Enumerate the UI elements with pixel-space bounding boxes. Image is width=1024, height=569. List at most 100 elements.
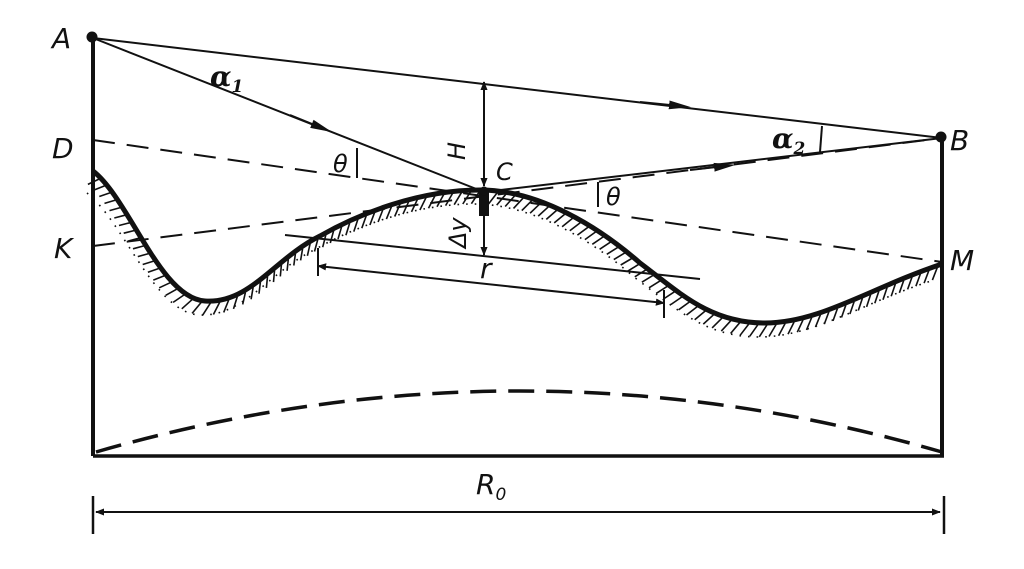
label-k: K bbox=[54, 232, 75, 265]
terrain-hatch-tick bbox=[496, 193, 507, 206]
ray-a-to-b bbox=[92, 37, 943, 139]
terrain-hatch-tick bbox=[529, 203, 541, 214]
terrain-hatch-tick bbox=[849, 301, 855, 315]
terrain-hatch-tick bbox=[265, 276, 269, 288]
ray-c-to-b bbox=[483, 137, 943, 193]
terrain-hatch-tick bbox=[521, 200, 533, 212]
terrain-hatch-tick bbox=[882, 287, 888, 301]
label-alpha1-main: α bbox=[210, 60, 232, 93]
terrain-hatch-tick bbox=[694, 310, 706, 321]
terrain-hatch-tick bbox=[584, 231, 597, 241]
terrain-hatch-tick bbox=[915, 273, 922, 287]
terrain-hatch-tick bbox=[299, 248, 304, 261]
terrain-hatch-tick bbox=[537, 206, 549, 217]
terrain-hatch-tick bbox=[286, 259, 290, 271]
terrain-hatch-tick bbox=[137, 252, 149, 258]
label-r0-main: R bbox=[476, 468, 495, 501]
terrain-hatch-tick bbox=[202, 302, 212, 316]
terrain-hatch-tick bbox=[153, 275, 165, 281]
terrain-hatch-tick bbox=[729, 322, 741, 335]
terrain-hatch-tick bbox=[241, 292, 247, 305]
label-alpha2-main: α bbox=[772, 122, 794, 155]
terrain-hatch-tick bbox=[620, 257, 633, 266]
terrain-hatch-tick bbox=[272, 270, 276, 283]
terrain-hatch-tick bbox=[99, 192, 111, 198]
terrain-hatch-tick bbox=[840, 304, 847, 318]
terrain-hatch-tick bbox=[787, 321, 795, 335]
terrain-hatch-tick bbox=[702, 314, 715, 325]
ray-a-to-c bbox=[92, 37, 485, 193]
terrain-hatch-tick bbox=[165, 288, 178, 296]
arrow-on-ray-cb bbox=[689, 162, 736, 172]
arrow-on-ray-ab bbox=[639, 100, 691, 110]
terrain-hatch-tick bbox=[768, 324, 777, 337]
label-r0-sub: 0 bbox=[495, 485, 506, 505]
terrain-hatch-tick bbox=[419, 197, 427, 211]
label-alpha2-sub: 2 bbox=[793, 139, 806, 159]
terrain-hatch-tick bbox=[512, 197, 524, 209]
terrain-hatch-tick bbox=[222, 299, 230, 313]
label-a: A bbox=[50, 22, 71, 55]
label-h: H bbox=[443, 142, 471, 160]
terrain-hatch-tick bbox=[329, 230, 335, 244]
terrain-hatch-tick bbox=[865, 294, 872, 308]
label-theta-left: θ bbox=[333, 150, 348, 178]
terrain-hatch-tick bbox=[923, 270, 930, 284]
terrain-hatch-tick bbox=[591, 236, 604, 245]
terrain-hatch-tick bbox=[345, 222, 351, 236]
terrain-hatch-tick bbox=[739, 323, 750, 336]
point-a-dot bbox=[86, 31, 98, 43]
terrain-hatch-tick bbox=[857, 297, 864, 311]
terrain-hatch-tick bbox=[250, 287, 254, 300]
terrain-hatch-tick bbox=[553, 213, 566, 224]
terrain-hatch-tick bbox=[898, 280, 905, 294]
label-r0: R0 bbox=[476, 468, 506, 505]
terrain-hatch-tick bbox=[487, 192, 498, 205]
terrain-hatch-tick bbox=[109, 206, 121, 212]
delta-y-thick-mark bbox=[479, 190, 489, 216]
label-b: B bbox=[950, 124, 969, 157]
terrain-hatch-tick bbox=[641, 274, 654, 283]
terrain-hatch-tick bbox=[561, 217, 574, 228]
terrain-hatch-tick bbox=[823, 311, 830, 325]
terrain-hatch-tick bbox=[353, 219, 359, 232]
terrain-hatch-tick bbox=[321, 234, 327, 248]
terrain-hatch-tick bbox=[158, 281, 171, 289]
terrain-hatch-tick bbox=[306, 243, 311, 256]
terrain-hatch-tick bbox=[212, 301, 221, 315]
terrain-hatch-tick bbox=[758, 324, 768, 338]
terrain-hatch-tick bbox=[569, 221, 581, 232]
terrain-hatch-tick bbox=[906, 276, 913, 290]
terrain-hatch-tick bbox=[686, 306, 698, 316]
dashed-line-d-to-m bbox=[92, 139, 943, 263]
terrain-hatch-tick bbox=[436, 194, 445, 208]
label-alpha1: α1 bbox=[210, 60, 243, 97]
terrain-hatch-tick bbox=[377, 209, 384, 223]
terrain-hatch-tick bbox=[655, 285, 668, 295]
arrow-on-ray-ac bbox=[289, 114, 333, 133]
terrain-hatch-tick bbox=[191, 301, 202, 314]
terrain-hatch-tick bbox=[132, 245, 145, 250]
label-r: r bbox=[480, 252, 493, 285]
label-c: C bbox=[496, 158, 513, 186]
terrain-hatch-tick bbox=[258, 281, 262, 294]
terrain-hatch-tick bbox=[670, 296, 683, 306]
terrain-hatch-tick bbox=[720, 320, 732, 332]
label-delta-y: Δy bbox=[444, 217, 472, 250]
terrain-hatch-tick bbox=[576, 226, 589, 236]
terrain-hatch-tick bbox=[337, 226, 343, 240]
terrain-hatch-tick bbox=[279, 264, 283, 277]
terrain-hatch-tick bbox=[832, 308, 839, 322]
label-m: M bbox=[950, 244, 974, 277]
terrain-hatch-tick bbox=[874, 290, 880, 304]
terrain-hatch-tick bbox=[814, 314, 822, 328]
terrain-hatch-tick bbox=[678, 301, 690, 311]
terrain-hatch-tick bbox=[663, 291, 675, 300]
terrain-hatch-tick bbox=[777, 323, 786, 337]
terrain-hatch-tick bbox=[931, 267, 938, 281]
terrain-hatch-tick bbox=[796, 319, 804, 333]
terrain-hatch-tick bbox=[648, 280, 661, 289]
terrain-hatch-tick bbox=[114, 214, 126, 219]
terrain-hatch-tick bbox=[104, 199, 116, 205]
